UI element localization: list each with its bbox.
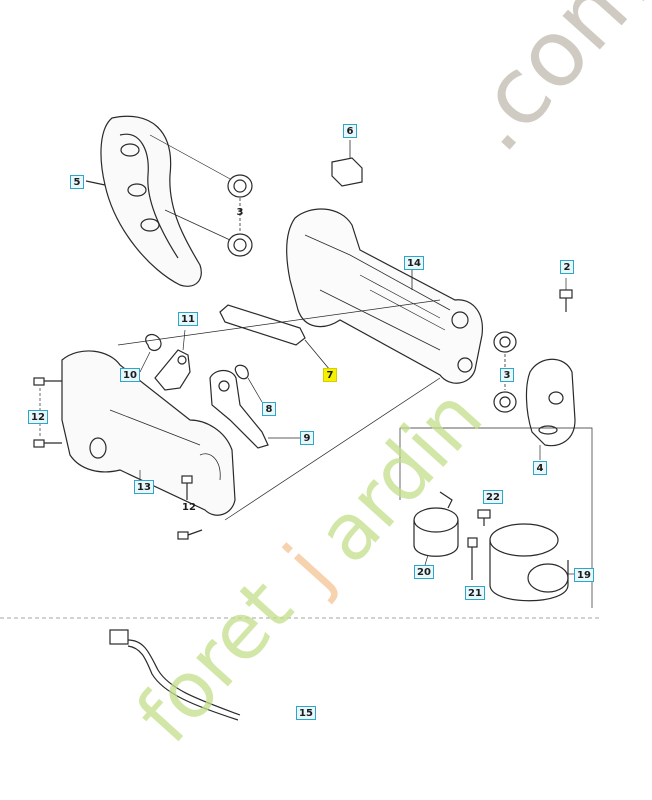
clamp-ring-part-20 [413,491,459,557]
callout-10: 10 [120,368,140,382]
spring-part-8 [234,364,249,380]
callout-3-right: 3 [500,368,514,382]
trigger-part-9 [209,369,269,449]
callout-14: 14 [404,256,424,270]
callout-9: 9 [300,431,314,445]
callout-21: 21 [465,586,485,600]
callout-3-left: 3 [236,207,244,218]
callout-7-highlighted: 7 [323,368,337,382]
callout-6: 6 [343,124,357,138]
callout-12-bottom: 12 [182,502,196,513]
callout-11: 11 [178,312,198,326]
bearing-part-3-a [227,174,253,198]
sleeve-part-19 [489,523,569,602]
handle-body-part-14 [286,208,483,384]
handle-half-part-13 [61,350,236,516]
callout-5: 5 [70,175,84,189]
lever-part-11 [154,349,191,391]
callout-19: 19 [574,568,594,582]
spring-part-10 [145,333,162,352]
callout-2: 2 [560,260,574,274]
callout-15: 15 [296,706,316,720]
screw-part-21 [467,537,478,580]
bearing-part-3-d [493,391,517,413]
callout-12-top: 12 [28,410,48,424]
callout-8: 8 [262,402,276,416]
screw-part-12-c [181,475,193,500]
wire-part-15 [109,629,241,721]
screw-part-12-a [33,377,62,386]
bearing-part-3-c [493,331,517,353]
screw-part-12-d [177,529,203,540]
callout-22: 22 [483,490,503,504]
callout-4: 4 [533,461,547,475]
bearing-part-3-b [227,233,253,257]
screw-part-22 [477,509,491,526]
callout-20: 20 [414,565,434,579]
screw-part-2 [559,289,573,312]
block-part-6 [331,157,363,187]
screw-part-12-b [33,439,62,448]
callout-13: 13 [134,480,154,494]
